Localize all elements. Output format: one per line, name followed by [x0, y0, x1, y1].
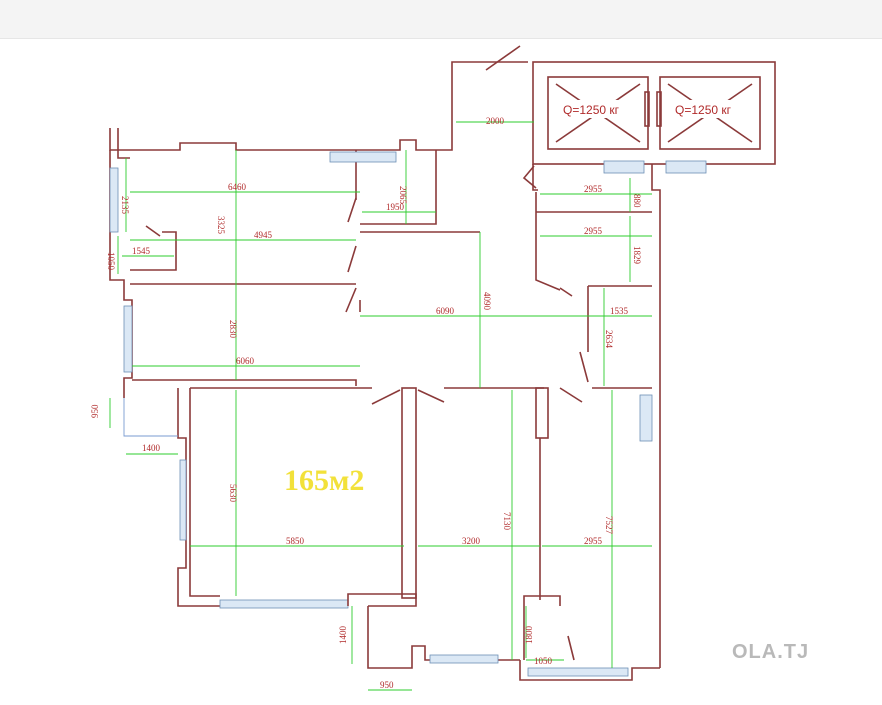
dim-label-4945: 4945	[254, 230, 273, 240]
door-stair	[522, 165, 537, 189]
wall-pantry-left	[535, 192, 561, 291]
door-kitchen	[559, 387, 583, 403]
dim-label-1400b: 1400	[338, 626, 348, 645]
dim-label-2955a: 2955	[584, 184, 603, 194]
door-bedroom1	[347, 197, 357, 223]
dim-label-1050b: 1050	[534, 656, 553, 666]
wall-left-upper	[109, 150, 133, 398]
wall-stair-left	[532, 164, 538, 191]
dim-label-1950: 1950	[386, 202, 405, 212]
dim-label-2634: 2634	[604, 330, 614, 349]
doors	[145, 45, 589, 661]
dimension-lines	[109, 121, 652, 691]
dim-label-1535: 1535	[610, 306, 629, 316]
dim-label-950b: 950	[380, 680, 394, 690]
dim-label-6090: 6090	[436, 306, 455, 316]
wall-top-left-inner	[117, 128, 130, 159]
wall-right	[651, 164, 661, 668]
elevator-shaft-outline	[532, 61, 776, 165]
interior-walls	[130, 150, 652, 660]
wall-balcony-bottom	[367, 606, 520, 669]
elevator-label-bg-left	[560, 100, 640, 118]
elevator-door-left	[644, 91, 650, 127]
dim-label-1050a: 1050	[106, 252, 116, 271]
wall-bedroom2-bottom	[132, 379, 357, 386]
wall-living-bottom-right	[347, 593, 417, 607]
dim-label-7130: 7130	[502, 512, 512, 531]
dim-label-950a: 950	[90, 404, 100, 418]
window-bottom-right	[527, 667, 629, 677]
dim-label-1829: 1829	[632, 246, 642, 265]
dim-label-5850: 5850	[286, 536, 305, 546]
elevator-car-right	[659, 76, 761, 150]
door-wc2	[567, 635, 575, 661]
dim-label-4090: 4090	[482, 292, 492, 311]
total-area-label: 165м2	[284, 464, 364, 497]
window-left-1	[109, 167, 119, 233]
dim-label-1400a: 1400	[142, 443, 161, 453]
dim-label-5630: 5630	[228, 484, 238, 503]
door-wc-inner	[145, 225, 161, 237]
dim-label-1800: 1800	[524, 626, 534, 645]
dim-label-2955c: 2955	[584, 536, 603, 546]
dimension-labels: 2000 6460 2135 3325 2065 1950 4945 1050 …	[90, 116, 642, 690]
elevator-block: Q=1250 кг Q=1250 кг	[532, 61, 776, 174]
dim-label-2065: 2065	[398, 186, 408, 205]
top-bar	[0, 0, 882, 39]
dim-label-2135: 2135	[120, 196, 130, 215]
door-bedroom2	[345, 287, 357, 313]
dim-label-7527: 7527	[604, 516, 614, 535]
bath-fixtures	[329, 151, 397, 163]
watermark-logo: OLA.TJ	[732, 641, 809, 663]
wall-living-left	[177, 388, 220, 607]
dim-label-3200: 3200	[462, 536, 481, 546]
outer-walls	[109, 61, 661, 681]
wall-wc	[130, 231, 177, 271]
dim-label-3325: 3325	[216, 216, 226, 235]
door-closet	[579, 351, 589, 383]
wall-bath	[360, 150, 437, 225]
door-pantry	[559, 287, 573, 297]
elevator-capacity-right: Q=1250 кг	[675, 103, 732, 117]
door-entry	[485, 45, 521, 71]
dim-label-6060: 6060	[236, 356, 255, 366]
shaft-vent-left	[603, 160, 645, 174]
wall-bottom-right	[519, 660, 660, 681]
window-bottom-middle	[429, 654, 499, 664]
dim-label-880: 880	[632, 194, 642, 208]
elevator-door-right	[656, 91, 662, 127]
window-right	[639, 394, 653, 442]
elevator-car-left	[547, 76, 649, 150]
window-living-bottom	[219, 599, 349, 609]
elevator-label-bg-right	[672, 100, 752, 118]
dim-label-2830: 2830	[228, 320, 238, 339]
dim-label-1545: 1545	[132, 246, 151, 256]
door-living-left	[371, 389, 401, 405]
window-left-2	[123, 305, 133, 373]
dim-label-2000: 2000	[486, 116, 505, 126]
wall-living-right	[401, 387, 417, 599]
wall-kitchen-right-stub	[535, 387, 549, 439]
balcony-left-outline	[123, 398, 178, 437]
dim-label-2955b: 2955	[584, 226, 603, 236]
wall-wc2	[523, 595, 561, 660]
shaft-vent-right	[665, 160, 707, 174]
window-living-left	[179, 459, 187, 541]
dim-label-6460: 6460	[228, 182, 247, 192]
door-wc	[347, 245, 357, 273]
wall-living-left-inner	[189, 388, 220, 597]
wall-top-left	[109, 61, 528, 151]
door-living-right	[417, 389, 445, 403]
elevator-capacity-left: Q=1250 кг	[563, 103, 620, 117]
